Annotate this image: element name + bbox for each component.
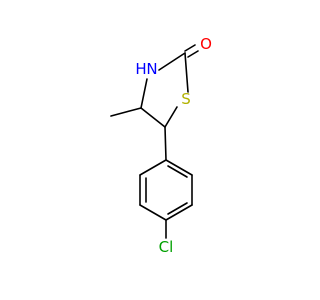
- bond-n-c2: [158, 52, 186, 71]
- bond-c2-s: [184, 52, 189, 93]
- sulfur-label: S: [181, 90, 191, 108]
- oxygen-label: O: [200, 35, 212, 53]
- nitrogen-hydrogen-label: H: [135, 60, 146, 78]
- bond-c2-o-b: [187, 50, 199, 58]
- bond-ar-3: [165, 204, 193, 221]
- bond-c5-phenyl: [164, 126, 167, 161]
- nitrogen-label: N: [146, 60, 157, 78]
- bond-ar-1: [165, 159, 193, 176]
- bond-c4-methyl: [110, 107, 142, 117]
- bond-s-c5: [164, 106, 178, 128]
- structure-diagram: N H O S Cl: [110, 35, 212, 256]
- bond-c4-n: [140, 78, 148, 109]
- bond-c5-c4: [140, 107, 166, 128]
- bond-c2-o-a: [184, 44, 196, 52]
- chlorine-label: Cl: [159, 238, 174, 256]
- bond-ar-6: [139, 159, 167, 176]
- bond-ar-4: [139, 204, 167, 221]
- bond-ar-inner-1: [167, 165, 188, 178]
- bond-ar-inner-2: [167, 202, 188, 215]
